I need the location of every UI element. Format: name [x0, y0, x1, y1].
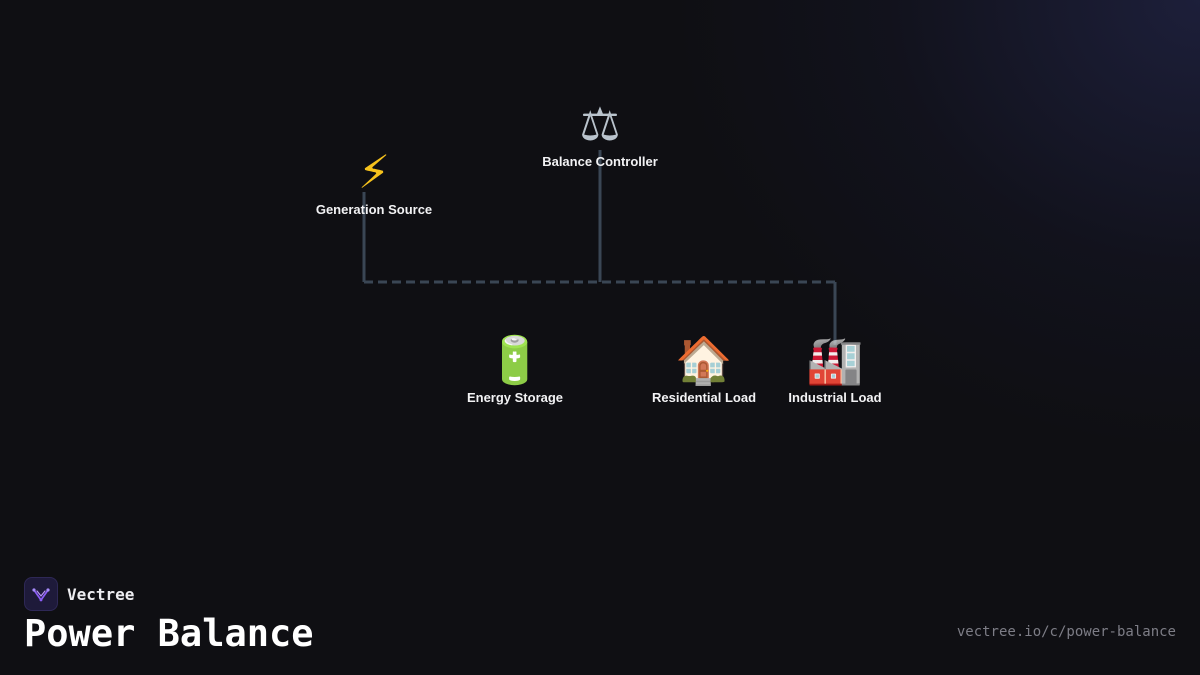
node-generation-source[interactable]: ⚡ Generation Source [294, 144, 454, 217]
node-label: Generation Source [315, 202, 433, 217]
battery-icon: 🔋 [486, 333, 544, 387]
node-residential-load[interactable]: 🏠 Residential Load [624, 332, 784, 405]
node-label: Energy Storage [466, 390, 564, 405]
node-label: Residential Load [651, 390, 757, 405]
brand[interactable]: Vectree [24, 577, 134, 611]
lightning-icon: ⚡ [357, 145, 391, 199]
node-energy-storage[interactable]: 🔋 Energy Storage [435, 332, 595, 405]
brand-name: Vectree [67, 584, 135, 604]
page-url[interactable]: vectree.io/c/power-balance [956, 624, 1176, 640]
node-industrial-load[interactable]: 🏭 Industrial Load [755, 332, 915, 405]
house-icon: 🏠 [675, 333, 733, 387]
node-balance-controller[interactable]: ⚖ Balance Controller [520, 96, 680, 169]
factory-icon: 🏭 [806, 333, 864, 387]
vectree-logo-icon [24, 577, 58, 611]
scales-icon: ⚖ [579, 97, 621, 151]
page-title: Power Balance [24, 612, 314, 655]
node-label: Balance Controller [542, 154, 658, 169]
node-label: Industrial Load [788, 390, 882, 405]
